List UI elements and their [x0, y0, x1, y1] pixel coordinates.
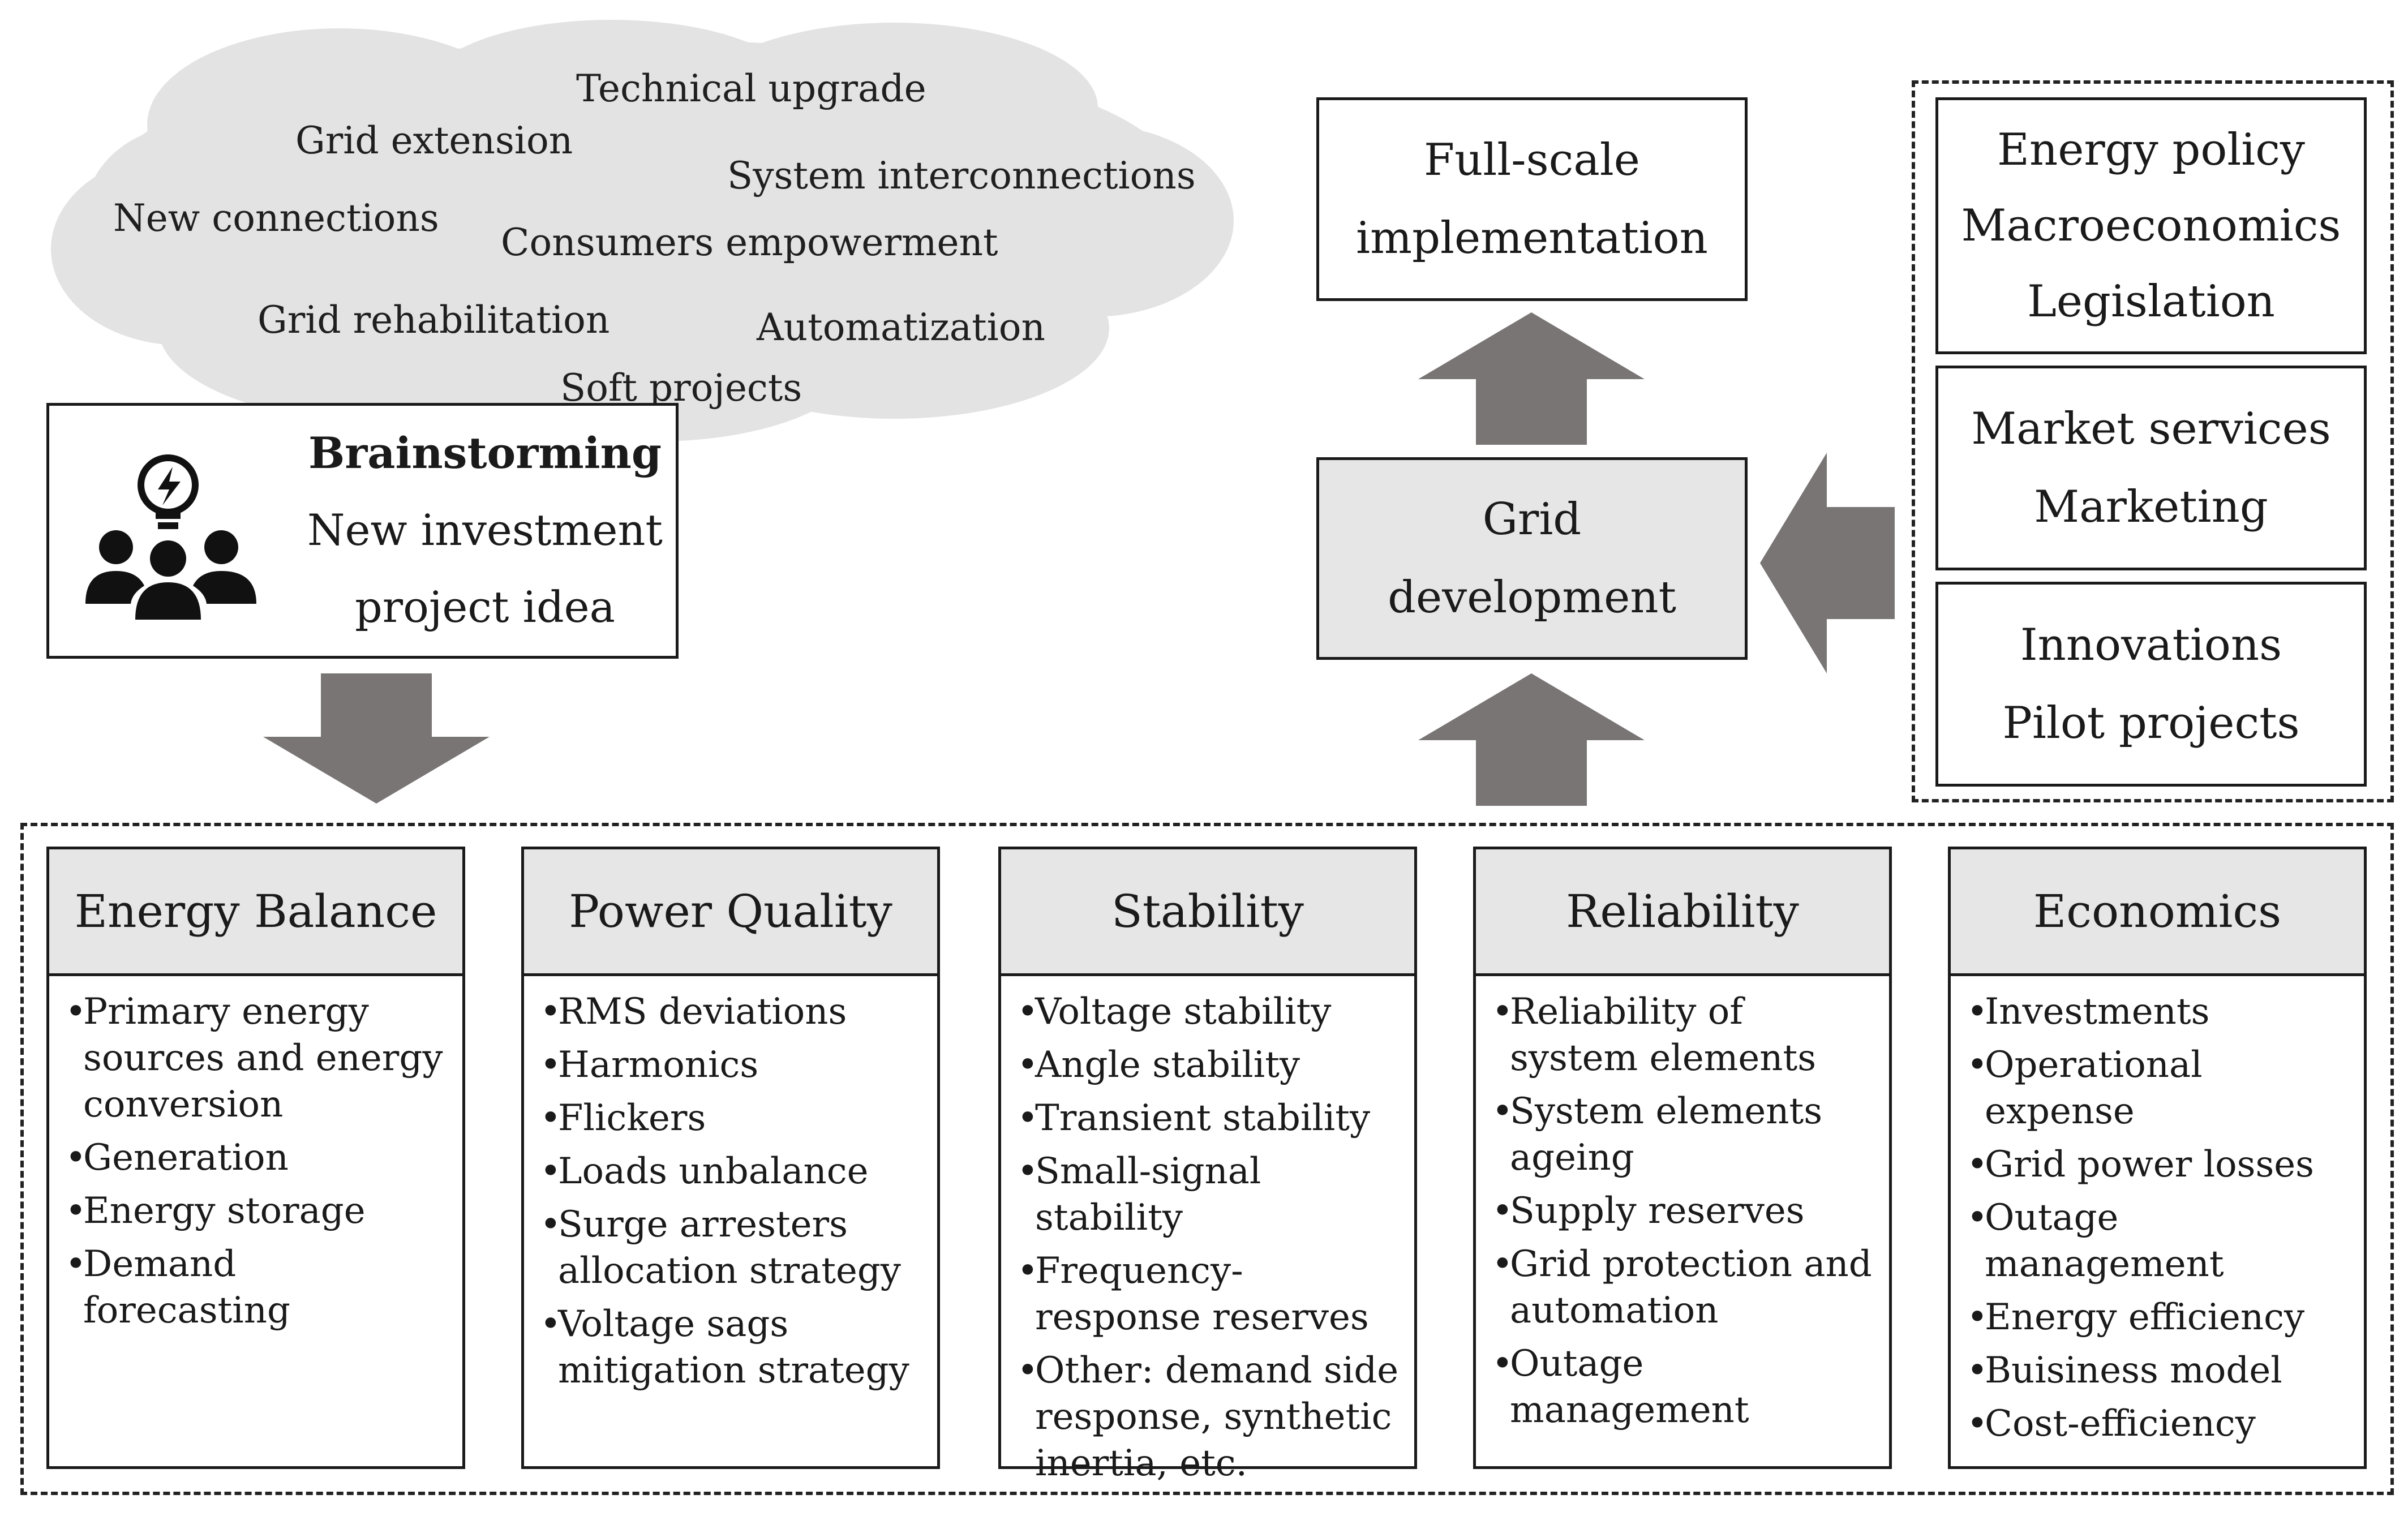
list-item: Outage management	[1492, 1341, 1879, 1433]
list-item: Grid power losses	[1967, 1141, 2354, 1188]
arrow-up	[1418, 312, 1645, 445]
full-scale-implementation-box: Full-scale implementation	[1316, 97, 1748, 301]
category-title: Stability	[1001, 849, 1414, 976]
list-item: System elements ageing	[1492, 1088, 1879, 1181]
cloud-word: Grid extension	[295, 119, 573, 162]
list-item: Frequency-response reserves	[1017, 1248, 1404, 1341]
category-items: Primary energy sources and energy conver…	[49, 976, 462, 1334]
cloud-word: Grid rehabilitation	[257, 298, 610, 342]
list-item: Primary energy sources and energy conver…	[65, 989, 452, 1128]
factor-line: Pilot projects	[2002, 698, 2300, 749]
arrow-left	[1760, 453, 1895, 673]
category-items: Reliability of system elements System el…	[1476, 976, 1889, 1433]
factor-line: Market services	[1971, 403, 2331, 454]
factor-line: Macroeconomics	[1961, 200, 2341, 251]
list-item: Harmonics	[540, 1042, 927, 1088]
list-item: Grid protection and automation	[1492, 1241, 1879, 1334]
list-item: Voltage stability	[1017, 989, 1404, 1035]
arrow-up	[1418, 673, 1645, 806]
factor-line: Marketing	[2034, 482, 2268, 532]
cloud-word: New connections	[113, 196, 439, 240]
full-scale-line-1: Full-scale	[1424, 135, 1640, 186]
category-title: Reliability	[1476, 849, 1889, 976]
cloud-word: Technical upgrade	[576, 67, 926, 110]
list-item: Supply reserves	[1492, 1188, 1879, 1234]
list-item: Flickers	[540, 1095, 927, 1141]
list-item: Voltage sags mitigation strategy	[540, 1301, 927, 1394]
brainstorming-team-icon	[85, 454, 256, 620]
factor-line: Energy policy	[1997, 124, 2305, 175]
list-item: Angle stability	[1017, 1042, 1404, 1088]
factor-box-innovations: Innovations Pilot projects	[1935, 582, 2367, 787]
list-item: Reliability of system elements	[1492, 989, 1879, 1081]
list-item: RMS deviations	[540, 989, 927, 1035]
factor-line: Legislation	[2027, 276, 2275, 327]
criteria-container	[20, 823, 2394, 1495]
full-scale-line-2: implementation	[1356, 213, 1708, 264]
grid-development-line-2: development	[1388, 572, 1676, 623]
arrow-down	[263, 673, 490, 804]
category-title: Energy Balance	[49, 849, 462, 976]
grid-development-box: Grid development	[1316, 457, 1748, 660]
list-item: Other: demand side response, synthetic i…	[1017, 1347, 1404, 1487]
category-energy-balance: Energy Balance Primary energy sources an…	[46, 847, 465, 1469]
cloud-word: Automatization	[757, 306, 1045, 349]
brainstorming-title: Brainstorming	[308, 428, 662, 478]
category-reliability: Reliability Reliability of system elemen…	[1473, 847, 1892, 1469]
list-item: Demand forecasting	[65, 1241, 452, 1334]
grid-development-line-1: Grid	[1482, 494, 1582, 545]
list-item: Outage management	[1967, 1195, 2354, 1287]
cloud-word: System interconnections	[727, 154, 1196, 197]
list-item: Small-signal stability	[1017, 1148, 1404, 1241]
category-title: Power Quality	[524, 849, 937, 976]
category-power-quality: Power Quality RMS deviations Harmonics F…	[521, 847, 940, 1469]
list-item: Operational expense	[1967, 1042, 2354, 1135]
category-economics: Economics Investments Operational expens…	[1948, 847, 2367, 1469]
list-item: Energy storage	[65, 1188, 452, 1234]
factor-box-market: Market services Marketing	[1935, 366, 2367, 570]
external-factors-container	[1912, 80, 2394, 802]
list-item: Cost-efficiency	[1967, 1401, 2354, 1447]
cloud-word: Consumers empowerment	[501, 221, 998, 264]
factor-line: Innovations	[2020, 620, 2282, 671]
category-title: Economics	[1951, 849, 2364, 976]
list-item: Generation	[65, 1135, 452, 1181]
category-stability: Stability Voltage stability Angle stabil…	[998, 847, 1417, 1484]
list-item: Loads unbalance	[540, 1148, 927, 1195]
brainstorming-line-1: New investment	[307, 505, 663, 555]
list-item: Surge arresters allocation strategy	[540, 1201, 927, 1294]
brainstorming-box: Brainstorming New investment project ide…	[46, 403, 679, 659]
cloud-word: Soft projects	[560, 366, 802, 410]
list-item: Buisiness model	[1967, 1347, 2354, 1394]
category-items: RMS deviations Harmonics Flickers Loads …	[524, 976, 937, 1394]
category-items: Voltage stability Angle stability Transi…	[1001, 976, 1414, 1487]
ideas-cloud	[51, 20, 1234, 441]
list-item: Energy efficiency	[1967, 1294, 2354, 1341]
category-items: Investments Operational expense Grid pow…	[1951, 976, 2364, 1447]
brainstorming-line-2: project idea	[355, 582, 615, 632]
factor-box-policy: Energy policy Macroeconomics Legislation	[1935, 97, 2367, 354]
list-item: Investments	[1967, 989, 2354, 1035]
list-item: Transient stability	[1017, 1095, 1404, 1141]
